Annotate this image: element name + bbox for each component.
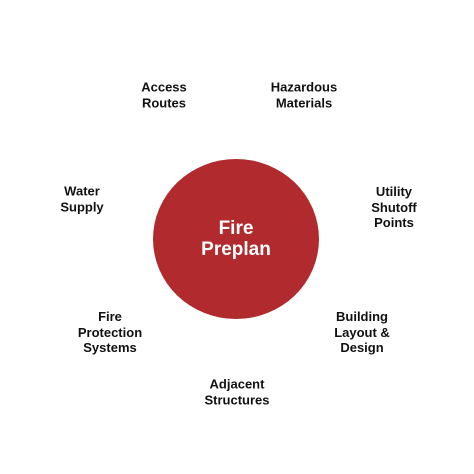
node-utility-shutoff-points: Utility Shutoff Points	[371, 183, 417, 230]
node-water-supply: Water Supply	[60, 183, 104, 215]
node-adjacent-structures: Adjacent Structures	[204, 376, 270, 408]
node-hazardous-materials: Hazardous Materials	[270, 79, 338, 111]
center-circle: Fire Preplan	[153, 159, 319, 319]
center-label: Fire Preplan	[201, 218, 271, 260]
node-access-routes: Access Routes	[141, 79, 187, 111]
node-fire-protection-systems: Fire Protection Systems	[77, 308, 143, 355]
node-building-layout-design: Building Layout & Design	[334, 308, 390, 355]
